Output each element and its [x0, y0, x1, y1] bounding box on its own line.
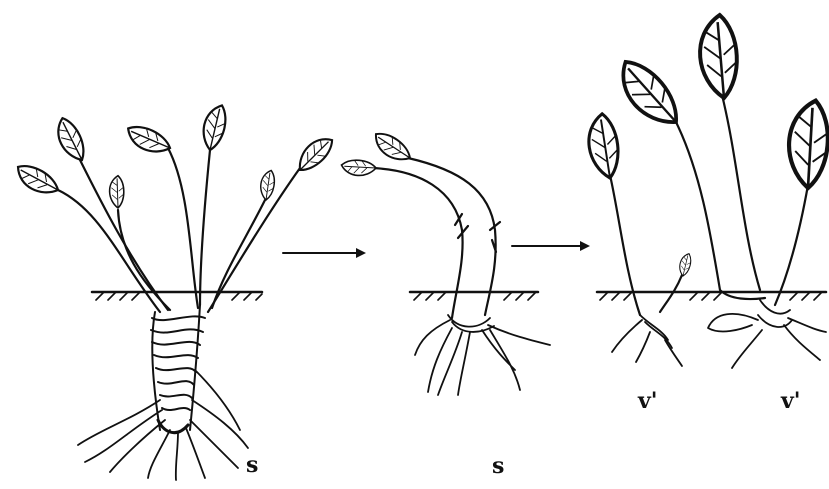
ground-line-1 — [92, 292, 262, 300]
stage3-roots — [612, 300, 826, 368]
stage2-roots — [415, 315, 550, 395]
stage1-stems — [58, 148, 300, 312]
stage3-leaves — [588, 14, 829, 277]
label-stage3-left: v' — [637, 388, 658, 414]
arrow-1 — [283, 248, 366, 258]
ground-line-2 — [410, 292, 538, 300]
arrow-2 — [512, 241, 590, 251]
label-stage3-right: v' — [780, 388, 801, 414]
stage3-plants: v' v' — [588, 14, 829, 414]
stage1-rootball — [151, 305, 205, 433]
stage2-stems — [372, 158, 500, 318]
stage3-stems — [610, 95, 808, 315]
stage2-plant: s — [340, 127, 550, 479]
stage1-plant: s — [12, 102, 338, 480]
stage1-roots — [78, 370, 248, 480]
stage2-leaves — [340, 127, 414, 179]
label-stage1: s — [246, 452, 258, 478]
label-stage2: s — [492, 453, 504, 479]
ground-line-3 — [597, 292, 826, 300]
